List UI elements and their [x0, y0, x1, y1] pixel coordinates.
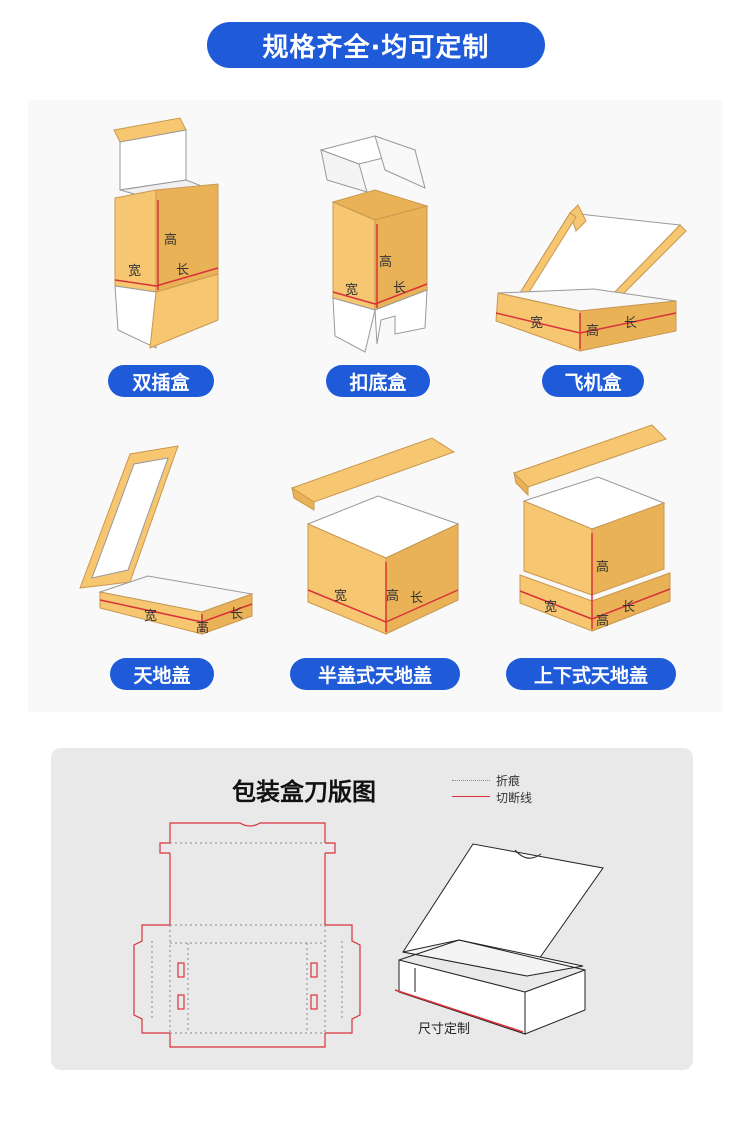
box-label-full-lid: 上下式天地盖 [506, 658, 676, 690]
mailer-box-illustration: 宽 高 长 [495, 204, 687, 352]
half-lid-box-illustration: 宽 高 长 [290, 437, 460, 635]
box-lock-bottom: 高 宽 长 [315, 130, 445, 360]
label-width: 宽 [334, 588, 347, 604]
label-length: 长 [410, 591, 423, 606]
label-height: 高 [586, 323, 599, 339]
box-label-tuck-end: 双插盒 [108, 365, 214, 397]
label-length: 长 [622, 600, 635, 615]
cut-legend-label: 切断线 [496, 791, 533, 805]
label-width: 宽 [345, 282, 358, 298]
label-height: 高 [596, 613, 609, 629]
flat-dieline-illustration [133, 822, 361, 1048]
label-height: 高 [386, 588, 399, 604]
size-note: 尺寸定制 [418, 1022, 471, 1037]
box-lid-base-hinged: 宽 高 长 [78, 440, 258, 640]
dieline-panel [51, 748, 693, 1070]
fold-legend-label: 折痕 [496, 774, 521, 788]
label-width: 宽 [128, 263, 141, 279]
box-label-mailer: 飞机盒 [542, 365, 644, 397]
box-label-half-lid: 半盖式天地盖 [290, 658, 460, 690]
full-lid-box-illustration: 高 宽 高 长 [513, 424, 671, 632]
lid-base-hinged-illustration: 宽 高 长 [79, 445, 254, 636]
label-width: 宽 [144, 608, 157, 624]
fold-legend-swatch [452, 780, 490, 781]
assembled-mailer [394, 840, 610, 1035]
tuck-end-box-illustration: 高 宽 长 [113, 117, 219, 349]
label-height: 高 [196, 620, 209, 636]
header-title: 规格齐全·均可定制 [207, 22, 545, 68]
label-length: 长 [393, 281, 406, 296]
label-length: 长 [230, 607, 243, 622]
box-label-lock-bottom: 扣底盒 [326, 365, 430, 397]
label-width: 宽 [530, 315, 543, 331]
label-height: 高 [596, 559, 609, 575]
assembled-mailer-illustration [394, 843, 604, 1035]
box-tuck-end: 高 宽 长 [100, 110, 240, 360]
label-length: 长 [624, 316, 637, 331]
box-label-lid-base: 天地盖 [110, 658, 214, 690]
dieline-title: 包装盒刀版图 [232, 778, 376, 806]
box-mailer: 宽 高 长 [490, 204, 690, 355]
label-height: 高 [164, 232, 177, 248]
box-full-lid: 高 宽 高 长 [512, 424, 682, 640]
flat-dieline [130, 815, 370, 1055]
lock-bottom-box-illustration: 高 宽 长 [319, 135, 429, 353]
label-height: 高 [379, 254, 392, 270]
cut-legend-swatch [452, 796, 490, 797]
box-half-lid: 宽 高 长 [290, 437, 467, 638]
label-width: 宽 [544, 599, 557, 615]
label-length: 长 [176, 263, 189, 278]
